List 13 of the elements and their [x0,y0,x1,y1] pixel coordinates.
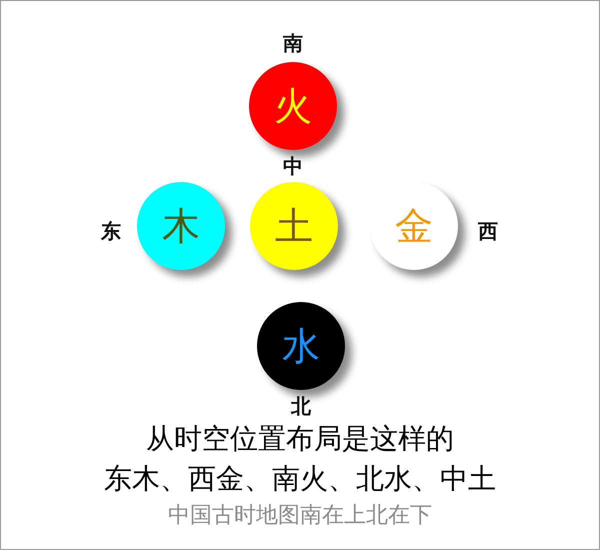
direction-label: 西 [478,221,498,241]
note-text: 中国古时地图南在上北在下 [167,505,433,527]
element-character: 土 [275,207,313,245]
element-character: 水 [282,327,320,365]
direction-label: 南 [283,33,303,53]
caption-text: 东木、西金、南火、北水、中土 [103,465,497,493]
element-character: 木 [162,207,200,245]
element-character: 火 [274,87,312,125]
direction-label: 东 [101,221,121,241]
direction-label: 中 [283,156,303,176]
direction-label: 北 [291,396,311,416]
caption-text: 从时空位置布局是这样的 [145,425,455,453]
element-character: 金 [395,207,433,245]
